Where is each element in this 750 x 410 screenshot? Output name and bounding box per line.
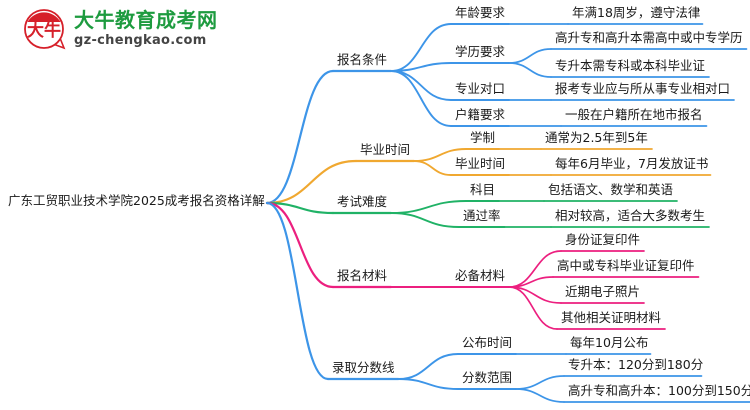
branch-node-label[interactable]: 录取分数线 <box>332 359 395 375</box>
logo-subtitle: gz-chengkao.com <box>74 33 207 48</box>
leaf-node-label[interactable]: 报考专业应与所从事专业相对口 <box>555 80 731 96</box>
leaf-node-label[interactable]: 其他相关证明材料 <box>561 309 662 325</box>
subbranch-node-label[interactable]: 学制 <box>470 129 496 145</box>
leaf-node-label[interactable]: 一般在户籍所在地市报名 <box>565 106 703 122</box>
leaf-node-label[interactable]: 包括语文、数学和英语 <box>548 181 674 197</box>
subbranch-node-label[interactable]: 科目 <box>470 181 496 197</box>
root-node-label[interactable]: 广东工贸职业技术学院2025成考报名资格详解 <box>8 192 265 208</box>
leaf-node-label[interactable]: 专升本需专科或本科毕业证 <box>555 57 706 73</box>
leaf-node-label[interactable]: 每年10月公布 <box>570 334 649 350</box>
logo-emblem-icon: 大牛 <box>24 9 66 50</box>
subbranch-node-label[interactable]: 公布时间 <box>462 334 513 350</box>
subbranch-node-label[interactable]: 毕业时间 <box>455 155 506 171</box>
leaf-node-label[interactable]: 身份证复印件 <box>565 231 641 247</box>
subbranch-node-label[interactable]: 学历要求 <box>455 43 506 59</box>
leaf-node-label[interactable]: 高中或专科毕业证复印件 <box>557 257 695 273</box>
branch-node-label[interactable]: 考试难度 <box>337 193 388 209</box>
leaf-node-label[interactable]: 高升专和高升本需高中或中专学历 <box>555 29 743 45</box>
branch-node-label[interactable]: 毕业时间 <box>360 141 411 157</box>
branch-node-label[interactable]: 报名材料 <box>337 267 388 283</box>
leaf-node-label[interactable]: 专升本：120分到180分 <box>568 356 704 372</box>
leaf-node-label[interactable]: 近期电子照片 <box>565 283 641 299</box>
subbranch-node-label[interactable]: 必备材料 <box>455 267 506 283</box>
subbranch-node-label[interactable]: 年龄要求 <box>455 4 506 20</box>
subbranch-node-label[interactable]: 通过率 <box>463 207 501 223</box>
leaf-node-label[interactable]: 通常为2.5年到5年 <box>545 129 648 145</box>
subbranch-node-label[interactable]: 户籍要求 <box>455 106 506 122</box>
leaf-node-label[interactable]: 年满18周岁，遵守法律 <box>572 4 701 20</box>
leaf-node-label[interactable]: 每年6月毕业，7月发放证书 <box>555 155 709 171</box>
subbranch-node-label[interactable]: 专业对口 <box>455 80 506 96</box>
leaf-node-label[interactable]: 高升专和高升本：100分到150分 <box>568 382 750 398</box>
subbranch-node-label[interactable]: 分数范围 <box>462 369 513 385</box>
branch-node-label[interactable]: 报名条件 <box>337 51 388 67</box>
site-logo: 大牛 大牛教育成考网 gz-chengkao.com <box>22 6 252 54</box>
logo-text: 大牛教育成考网 gz-chengkao.com <box>74 8 218 49</box>
svg-text:大牛: 大牛 <box>27 20 61 41</box>
logo-title: 大牛教育成考网 <box>74 8 218 32</box>
leaf-node-label[interactable]: 相对较高，适合大多数考生 <box>555 207 706 223</box>
